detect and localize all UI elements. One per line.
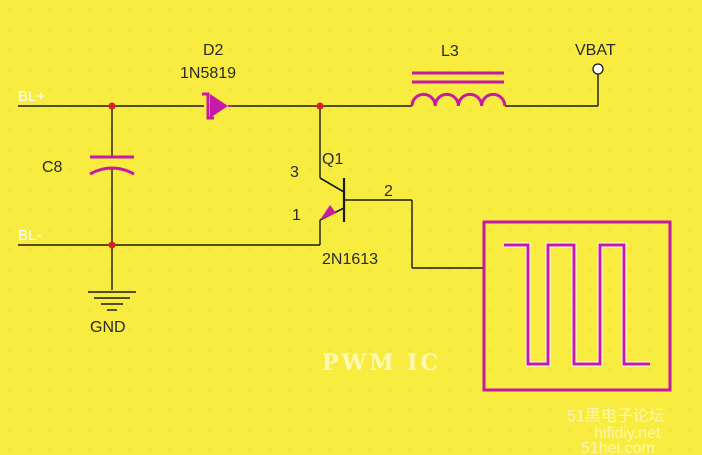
d2-ref-label: D2 [203,42,224,59]
l3-ref-label: L3 [441,43,459,60]
junction-dot [316,102,324,110]
junctions [108,102,324,249]
transistor-emitter-arrow [320,205,336,220]
ground-symbol [88,291,136,311]
pwm-ic-label: PWM IC [322,350,441,376]
junction-dot [108,102,116,110]
d2-part-label: 1N5819 [180,65,236,82]
q1-pin3-label: 3 [290,164,299,181]
vbat-terminal [592,63,604,75]
q1-part-label: 2N1613 [322,251,378,268]
diode-d2-symbol [202,92,232,120]
inductor-coil [410,92,507,107]
diode-triangle [210,94,228,118]
watermark-line1: 51黑电子论坛 [567,407,665,425]
transistor-collector-leg [319,177,345,193]
pwm-ic-block [482,220,672,392]
capacitor-curved-plate [89,166,135,176]
junction-dot [108,241,116,249]
vbat-label: VBAT [575,42,616,59]
c8-ref-label: C8 [42,159,63,176]
q1-pin1-label: 1 [292,207,301,224]
diode-bar [202,92,214,120]
transistor-q1-symbol [319,177,346,222]
gnd-label: GND [90,319,126,336]
q1-pin2-label: 2 [384,183,393,200]
inductor-l3-symbol [410,71,507,107]
pwm-ic-outline [482,220,672,392]
watermark-line2: hifidiy.net [594,425,661,442]
watermark-line3: 51hei.com [581,440,655,455]
pwm-waveform-icon [504,243,650,366]
q1-ref-label: Q1 [322,151,343,168]
capacitor-c8-symbol [89,155,135,176]
bl-plus-net-label: BL+ [18,88,45,105]
bl-minus-net-label: BL- [18,227,41,244]
